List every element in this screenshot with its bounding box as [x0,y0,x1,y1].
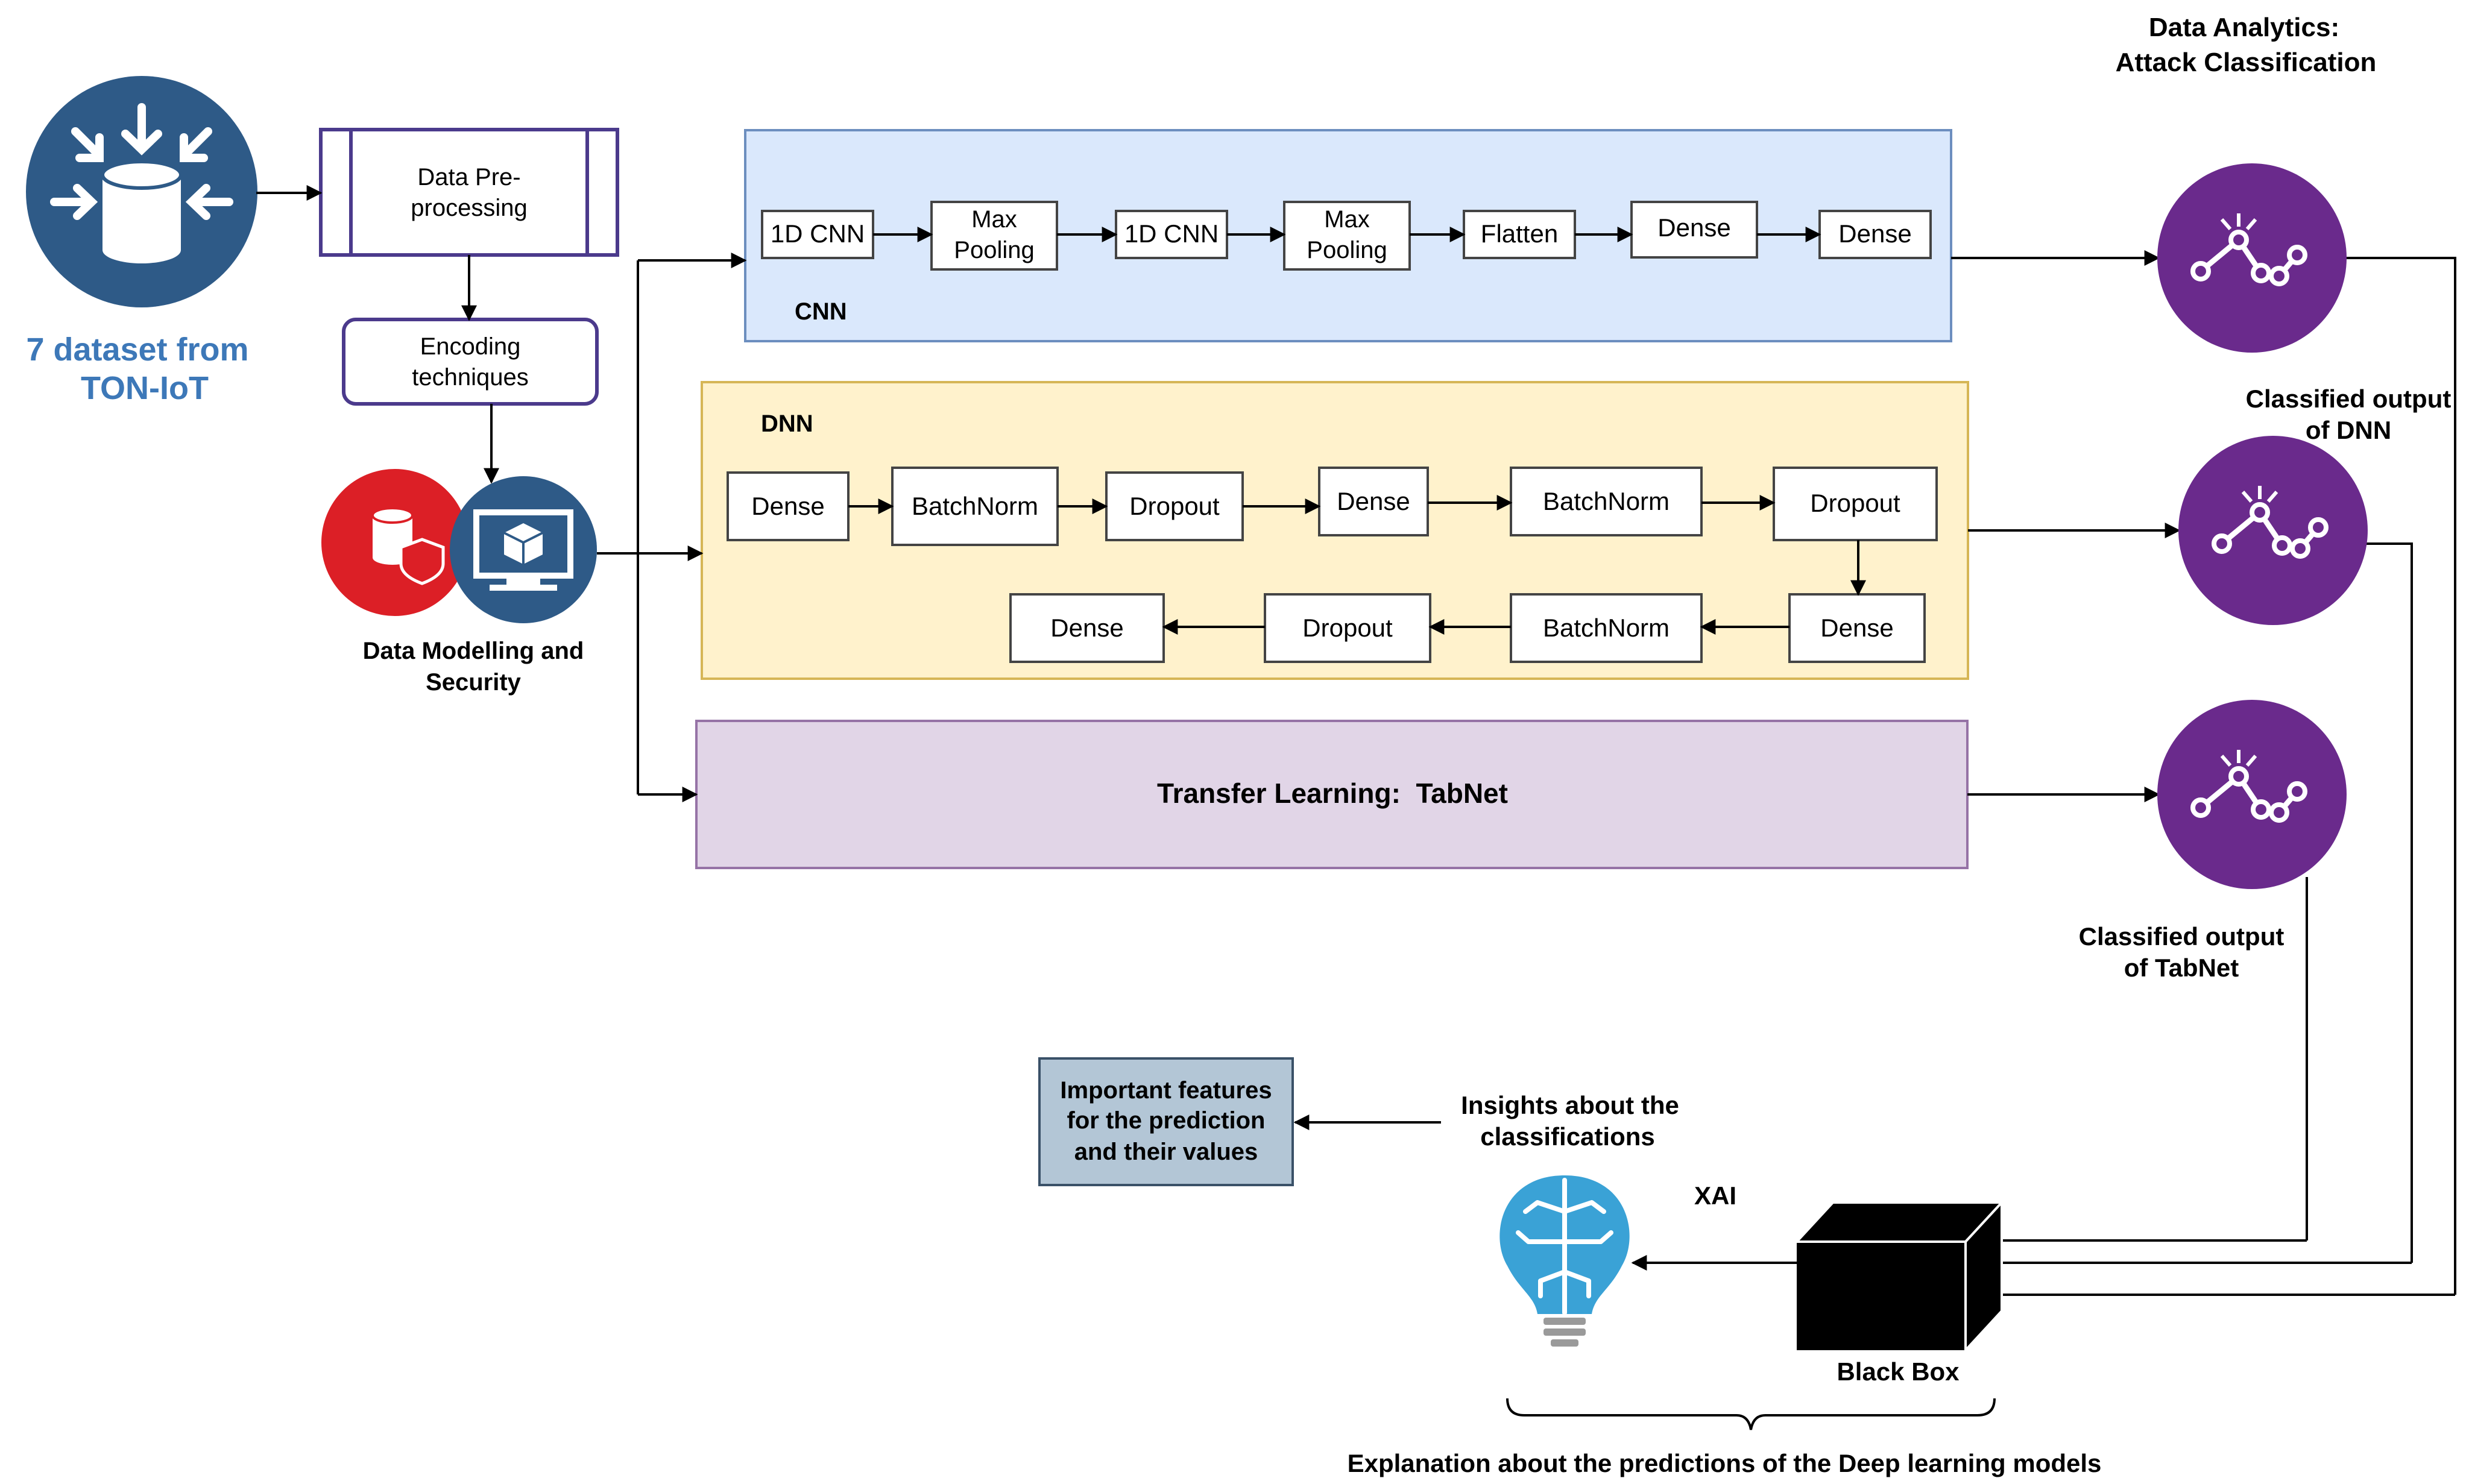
brain-bulb-icon [1499,1175,1630,1347]
analytics-chart-icon [2157,700,2347,889]
cnn-layer-6-label: Dense [1657,213,1730,242]
cnn-layer-3-label: 1D CNN [1124,219,1219,248]
flow-connectors [256,185,2456,1303]
tabnet-output-label-line2: of TabNet [2124,954,2239,982]
dnn-row1-layer-3: Dropout [1105,471,1244,541]
modelling-label-line1: Data Modelling and [363,638,584,664]
insights-label-line1: Insights about the [1461,1091,1679,1119]
black-cube-icon [1794,1199,2005,1354]
features-label-line3: and their values [1074,1139,1258,1165]
modelling-label-line2: Security [426,669,522,696]
cnn-layer-4-label-line2: Pooling [1307,237,1387,263]
cnn-label: CNN [795,298,847,325]
dnn-row1-layer-4: Dense [1318,467,1429,536]
dnn-output-label-line1: Classified output [2246,385,2452,413]
explanation-label: Explanation about the predictions of the… [1348,1449,2102,1477]
cnn-layer-4-label-line1: Max [1324,206,1370,233]
dnn-row1-layer-1: Dense [727,471,850,541]
analytics-chart-icon [2157,163,2347,353]
analytics-chart-icon [2178,436,2368,625]
xai-label: XAI [1694,1181,1736,1210]
insights-label-line2: classifications [1480,1122,1654,1151]
dnn-row1-layer-5-label: BatchNorm [1543,487,1670,515]
important-features-box: Important features for the prediction an… [1038,1057,1294,1186]
tabnet-output-label-line1: Classified output [2079,922,2285,951]
cnn-layer-4: Max Pooling [1283,201,1411,271]
encoding-label-line2: techniques [412,364,528,391]
cnn-layer-2: Max Pooling [930,201,1058,271]
black-box-label: Black Box [1837,1357,1960,1386]
dnn-row2-layer-2-label: Dropout [1302,614,1393,642]
dnn-panel: DNN Dense BatchNorm Dropout Dense BatchN… [701,381,1969,680]
dnn-row2-layer-1: Dense [1009,593,1165,663]
dnn-row2-layer-1-label: Dense [1050,614,1123,642]
dnn-row1-layer-4-label: Dense [1337,487,1410,515]
dnn-row2-layer-2: Dropout [1264,593,1431,663]
cnn-layer-3: 1D CNN [1115,210,1228,259]
dnn-row1-layer-3-label: Dropout [1129,492,1220,520]
dnn-row1-layer-1-label: Dense [751,492,824,520]
preprocessing-label-line2: processing [411,195,527,221]
dnn-label: DNN [761,410,813,437]
dnn-row1-layer-6-label: Dropout [1810,489,1900,517]
encoding-label-line1: Encoding [420,333,521,360]
cnn-layer-1-label: 1D CNN [771,219,865,248]
dnn-row2-layer-3: BatchNorm [1510,593,1703,663]
features-label-line2: for the prediction [1067,1107,1266,1134]
dnn-row2-layer-4-label: Dense [1820,614,1893,642]
dnn-output-label-line2: of DNN [2306,416,2391,444]
dnn-layer-connectors [848,495,1866,635]
analytics-title-line2: Attack Classification [2116,48,2377,77]
cnn-layer-6: Dense [1630,201,1758,259]
encoding-box: Encoding techniques [342,318,599,406]
cnn-layer-1: 1D CNN [761,210,874,259]
analytics-title-line1: Data Analytics: [2149,13,2339,42]
dnn-row1-layer-6: Dropout [1773,467,1938,541]
tabnet-label: Transfer Learning: TabNet [1157,778,1508,809]
dnn-row2-layer-3-label: BatchNorm [1543,614,1670,642]
cnn-layer-2-label-line2: Pooling [954,237,1034,263]
cnn-layer-7-label: Dense [1838,219,1911,248]
dataset-label-line2: TON-IoT [81,370,209,406]
monitor-cube-icon [450,476,597,623]
cnn-layer-7: Dense [1818,210,1932,259]
database-inflow-icon [26,76,257,307]
database-shield-icon [321,469,468,616]
tabnet-panel: Transfer Learning: TabNet [695,720,1969,869]
dataset-label-line1: 7 dataset from [26,332,248,368]
dnn-row1-layer-2: BatchNorm [891,467,1059,546]
dnn-row1-layer-2-label: BatchNorm [912,492,1038,520]
dnn-row1-layer-5: BatchNorm [1510,467,1703,536]
dnn-row2-layer-4: Dense [1788,593,1926,663]
cnn-layer-2-label-line1: Max [971,206,1017,233]
features-label-line1: Important features [1060,1077,1272,1104]
cnn-layer-5-label: Flatten [1481,219,1558,248]
cnn-layer-5: Flatten [1463,210,1576,259]
explanation-brace [1506,1398,1996,1430]
preprocessing-label-line1: Data Pre- [417,164,520,190]
preprocessing-box: Data Pre- processing [319,128,619,257]
cnn-panel: CNN 1D CNN Max Pooling 1D CNN Max Poolin… [744,129,1952,342]
